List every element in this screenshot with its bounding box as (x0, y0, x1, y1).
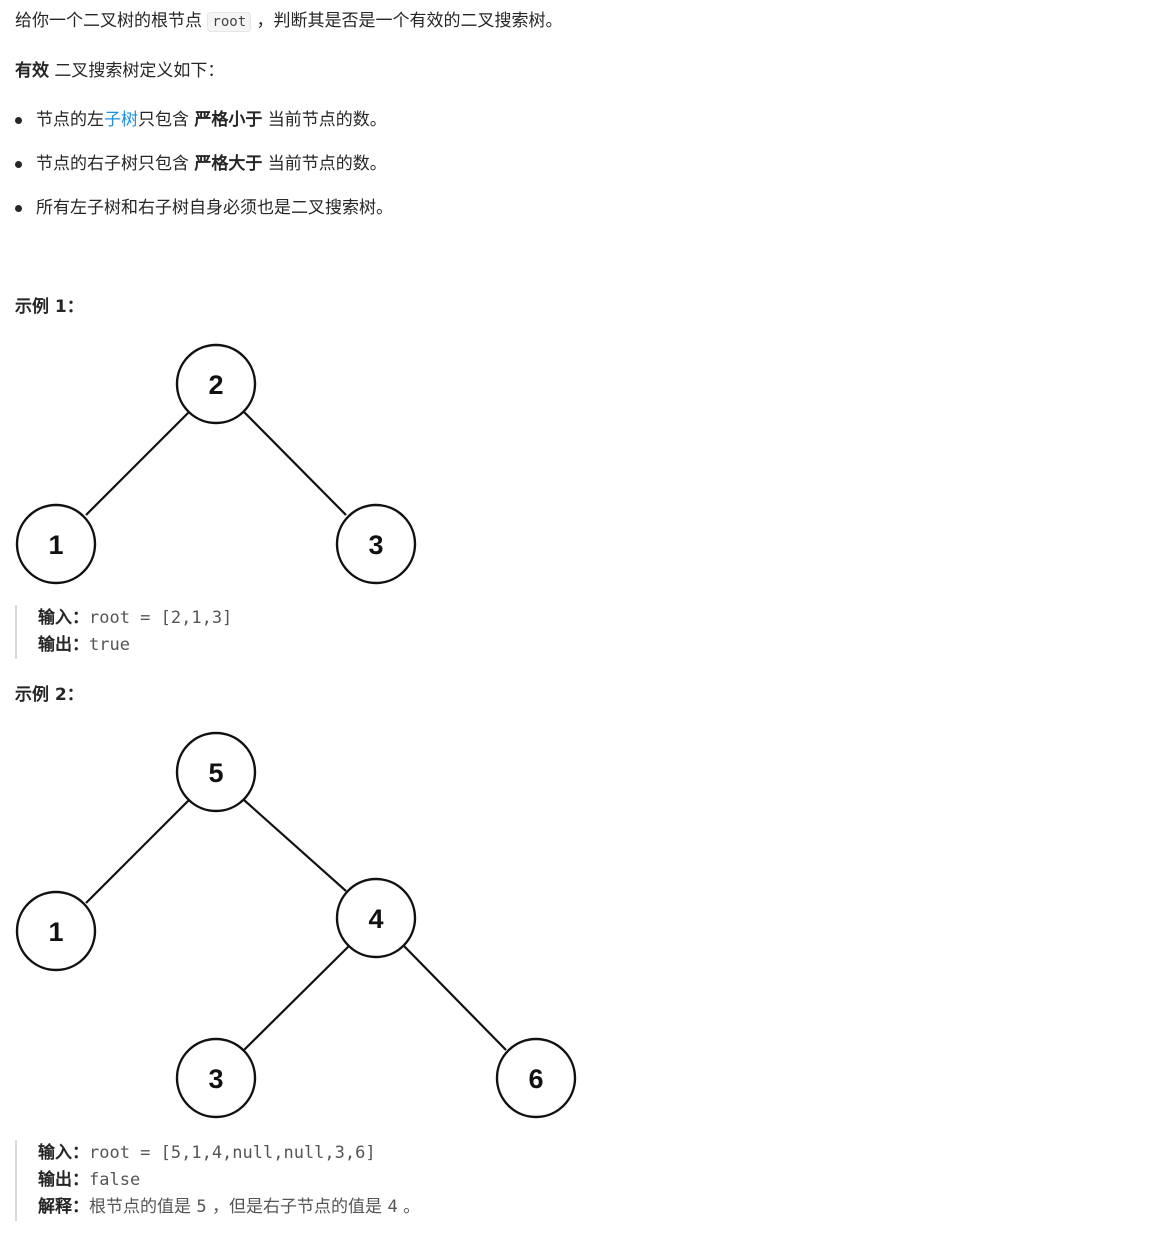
output-label: 输出： (38, 635, 89, 655)
tree-node-label: 3 (368, 530, 383, 560)
tree-edge (243, 411, 347, 516)
tree-edge (85, 411, 190, 516)
rule-2-text: 节点的右子树只包含 (36, 154, 195, 174)
example-2-tree-diagram: 5 1 4 3 6 (15, 731, 577, 1119)
rule-1-text: 节点的左 (36, 110, 104, 130)
tree-node-right (335, 877, 417, 959)
output-value: false (89, 1170, 141, 1190)
tree-edge (85, 799, 190, 904)
rule-2-bold: 严格大于 (194, 154, 263, 174)
input-value: root = [5,1,4,null,null,3,6] (89, 1143, 376, 1163)
rule-2-after: 当前节点的数。 (262, 154, 387, 174)
tree-node-left (15, 890, 97, 972)
input-label: 输入： (38, 1143, 89, 1163)
output-label: 输出： (38, 1170, 89, 1190)
example-2-explanation: 解释：根节点的值是 5 ，但是右子节点的值是 4 。 (38, 1194, 420, 1221)
example-1-output: 输出：true (38, 632, 232, 659)
example-1-tree-diagram: 2 1 3 (15, 343, 417, 585)
tree-node-label: 1 (48, 530, 63, 560)
example-1-title: 示例 1： (15, 297, 84, 317)
output-value: true (89, 635, 130, 655)
explanation-label: 解释： (38, 1197, 89, 1217)
definition-bold: 有效 (15, 61, 49, 81)
tree-node-label: 4 (368, 904, 383, 934)
tree-node-label: 3 (208, 1064, 223, 1094)
tree-node-right-left (175, 1037, 257, 1119)
rule-2: 节点的右子树只包含 严格大于 当前节点的数。 (36, 152, 387, 176)
example-1-io-block: 输入：root = [2,1,3] 输出：true (15, 605, 232, 659)
explanation-text: 根节点的值是 (89, 1197, 197, 1217)
rule-1-bold: 严格小于 (194, 110, 263, 130)
tree-node-label: 6 (528, 1064, 543, 1094)
tree-node-root (175, 731, 257, 813)
rule-1-mid: 只包含 (138, 110, 195, 130)
tree-node-label: 1 (48, 917, 63, 947)
example-2-io-block: 输入：root = [5,1,4,null,null,3,6] 输出：false… (15, 1140, 420, 1221)
bullet-dot (15, 117, 22, 124)
tree-edge (403, 945, 507, 1051)
intro-text-after: ，判断其是否是一个有效的二叉搜索树。 (251, 11, 563, 31)
root-inline-code: root (207, 12, 252, 32)
tree-node-root (175, 343, 257, 425)
tree-node-label: 5 (208, 758, 223, 788)
input-label: 输入： (38, 608, 89, 628)
tree-node-right-right (495, 1037, 577, 1119)
example-1-input: 输入：root = [2,1,3] (38, 605, 232, 632)
bullet-dot (15, 205, 22, 212)
example-2-title: 示例 2： (15, 685, 84, 705)
input-value: root = [2,1,3] (89, 608, 233, 628)
example-2-input: 输入：root = [5,1,4,null,null,3,6] (38, 1140, 420, 1167)
tree-node-label: 2 (208, 370, 223, 400)
rule-3: 所有左子树和右子树自身必须也是二叉搜索树。 (36, 196, 393, 220)
example-2-output: 输出：false (38, 1167, 420, 1194)
explanation-text: 。 (397, 1197, 421, 1217)
tree-edge (243, 799, 347, 892)
explanation-value: 5 (196, 1197, 207, 1217)
subtree-link[interactable]: 子树 (104, 110, 138, 130)
rule-3-text: 所有左子树和右子树自身必须也是二叉搜索树。 (36, 198, 393, 218)
tree-node-right (335, 503, 417, 585)
bullet-dot (15, 161, 22, 168)
rule-1: 节点的左子树只包含 严格小于 当前节点的数。 (36, 108, 387, 132)
tree-edge (243, 945, 350, 1051)
explanation-value: 4 (387, 1197, 398, 1217)
definition-text: 二叉搜索树定义如下： (49, 61, 225, 81)
intro-text-before: 给你一个二叉树的根节点 (15, 11, 208, 31)
definition-paragraph: 有效 二叉搜索树定义如下： (15, 59, 224, 83)
explanation-text: ，但是右子节点的值是 (206, 1197, 388, 1217)
intro-paragraph: 给你一个二叉树的根节点 root ，判断其是否是一个有效的二叉搜索树。 (15, 9, 563, 34)
tree-node-left (15, 503, 97, 585)
rule-1-after: 当前节点的数。 (262, 110, 387, 130)
